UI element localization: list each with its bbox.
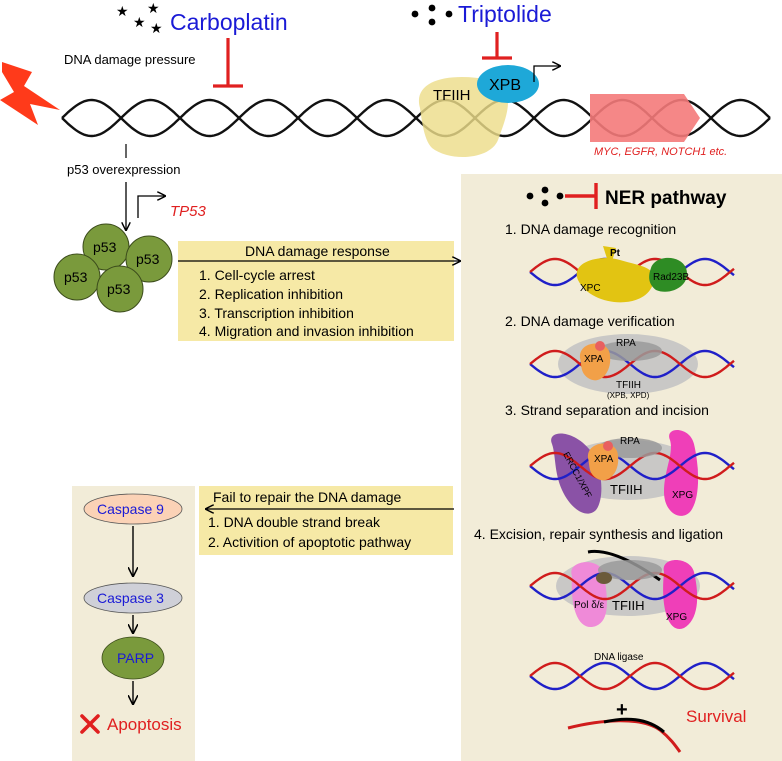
response-item-4: 4. Migration and invasion inhibition [199, 323, 414, 339]
ner-ligase-illustration [529, 661, 735, 753]
caspase9-shape [83, 493, 183, 525]
carboplatin-star-icons: ★ ★ ★ ★ [116, 1, 163, 37]
apoptosis-label: Apoptosis [107, 715, 182, 734]
tfiih-label-step3: TFIIH [610, 482, 643, 497]
failure-box [199, 486, 453, 555]
parp-label: PARP [117, 650, 154, 666]
ner-dot-icons [526, 186, 564, 207]
xpg-label-step3: XPG [672, 490, 693, 501]
p53-label-4: p53 [107, 281, 131, 297]
tp53-label: TP53 [170, 203, 207, 220]
tfiih-label-step4: TFIIH [612, 598, 645, 613]
xpb-complex-shape [477, 65, 539, 103]
caspase9-label: Caspase 9 [97, 501, 164, 517]
ner-inhibition-marker [565, 183, 598, 209]
cross-icon [80, 714, 100, 734]
tfiih-top-label: TFIIH [433, 87, 471, 104]
xpa-label-step3: XPA [594, 454, 614, 465]
svg-text:★: ★ [116, 4, 129, 20]
survival-label: Survival [686, 707, 746, 726]
tfiih-sub-label-step2: (XPB, XPD) [607, 391, 650, 400]
response-box [178, 241, 454, 341]
rad23b-label: Rad23B [653, 272, 689, 283]
p53-label-1: p53 [93, 239, 117, 255]
svg-text:★: ★ [147, 1, 160, 17]
response-title: DNA damage response [245, 243, 390, 259]
response-item-1: 1. Cell-cycle arrest [199, 267, 315, 283]
tfiih-label-step2: TFIIH [616, 380, 641, 391]
lightning-bolt-icon [0, 62, 60, 125]
failure-title: Fail to repair the DNA damage [213, 489, 402, 505]
genes-label: MYC, EGFR, NOTCH1 etc. [594, 146, 727, 158]
pt-label: Pt [610, 248, 621, 259]
svg-text:★: ★ [150, 21, 163, 37]
transcription-start-arrow [533, 66, 560, 82]
tp53-expression-arrow [137, 196, 165, 218]
xpc-label: XPC [580, 283, 601, 294]
p53-overexpression-label: p53 overexpression [67, 162, 180, 177]
ner-step4-label: 4. Excision, repair synthesis and ligati… [474, 526, 723, 542]
ner-step4-illustration [529, 549, 735, 629]
caspase3-shape [83, 582, 183, 614]
pol-label: Pol δ/ε [574, 600, 605, 611]
ner-step1-illustration [529, 246, 735, 303]
ner-title: NER pathway [605, 188, 727, 209]
carboplatin-label: Carboplatin [170, 9, 288, 35]
response-item-3: 3. Transcription inhibition [199, 305, 354, 321]
ner-step1-label: 1. DNA damage recognition [505, 221, 676, 237]
failure-item-1: 1. DNA double strand break [208, 514, 381, 530]
triptolide-dot-icons [411, 4, 453, 26]
rpa-label-step3: RPA [620, 436, 640, 447]
ner-step3-illustration [529, 429, 735, 516]
xpa-label-step2: XPA [584, 354, 604, 365]
ner-step2-label: 2. DNA damage verification [505, 313, 675, 329]
parp-shape [101, 636, 165, 680]
plus-label: + [616, 699, 628, 721]
xpg-label-step4: XPG [666, 612, 687, 623]
rpa-label-step2: RPA [616, 338, 636, 349]
p53-cluster [53, 223, 173, 313]
svg-text:★: ★ [133, 15, 146, 31]
inhibition-markers [213, 32, 512, 88]
p53-label-2: p53 [136, 251, 160, 267]
caspase3-label: Caspase 3 [97, 590, 164, 606]
ner-step3-label: 3. Strand separation and incision [505, 402, 709, 418]
failure-item-2: 2. Activition of apoptotic pathway [208, 534, 411, 550]
triptolide-label: Triptolide [458, 1, 552, 27]
gene-box-shape [590, 94, 700, 142]
ligase-label: DNA ligase [594, 652, 644, 663]
xpb-label: XPB [489, 77, 521, 94]
ner-step2-illustration [529, 334, 735, 394]
p53-label-3: p53 [64, 269, 88, 285]
damage-pressure-label: DNA damage pressure [64, 52, 196, 67]
response-item-2: 2. Replication inhibition [199, 286, 343, 302]
